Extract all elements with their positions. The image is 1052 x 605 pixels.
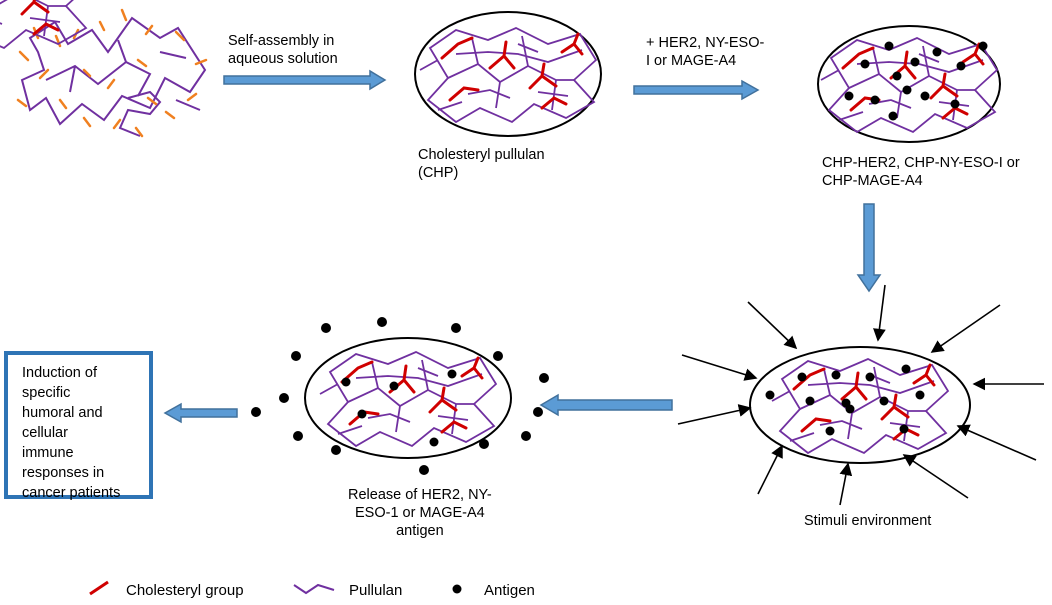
legend-cholesteryl-label: Cholesteryl group bbox=[126, 582, 244, 599]
arrow-left-2 bbox=[163, 402, 238, 424]
legend-pullulan-swatch bbox=[293, 583, 335, 595]
arrow-right-2 bbox=[633, 79, 760, 101]
outcome-box: Induction of specific humoral and cellul… bbox=[4, 351, 153, 501]
process-arrows bbox=[163, 69, 882, 424]
antigen-dots-inside bbox=[765, 364, 925, 436]
arrow-left-1 bbox=[539, 393, 673, 417]
outcome-text: Induction of specific humoral and cellul… bbox=[22, 365, 121, 501]
release-label: Release of HER2, NY- ESO-1 or MAGE-A4 an… bbox=[348, 487, 492, 539]
stimuli-arrows bbox=[677, 284, 1044, 506]
nanogel-template bbox=[0, 0, 88, 50]
raw-polymer bbox=[16, 8, 208, 138]
stimuli-label: Stimuli environment bbox=[804, 513, 932, 529]
self-assembly-label: Self-assembly in aqueous solution bbox=[228, 33, 338, 67]
antigen-dots-inside bbox=[341, 369, 457, 447]
add-antigen-label: + HER2, NY-ESO- I or MAGE-A4 bbox=[646, 35, 765, 69]
antigen-dots-released bbox=[251, 317, 549, 475]
nanogel-chp bbox=[414, 11, 602, 137]
legend-cholesteryl-swatch bbox=[89, 580, 109, 596]
pullulan-chain bbox=[20, 16, 207, 126]
legend-antigen-label: Antigen bbox=[484, 582, 535, 599]
chp-complex-label: CHP-HER2, CHP-NY-ESO-I or CHP-MAGE-A4 bbox=[822, 155, 1020, 189]
cholesteryl-groups-raw bbox=[16, 8, 208, 138]
arrow-down bbox=[856, 203, 882, 293]
antigen-dots-inside bbox=[844, 41, 988, 121]
nanogel-release bbox=[251, 317, 549, 475]
nanogel-chp-antigen bbox=[817, 25, 1001, 143]
legend-pullulan-label: Pullulan bbox=[349, 582, 402, 599]
arrow-right-1 bbox=[223, 69, 387, 91]
pullulan-chain bbox=[45, 39, 187, 97]
nanogel-stimuli bbox=[749, 346, 971, 464]
legend: Cholesteryl group Pullulan Antigen bbox=[89, 580, 535, 599]
pullulan-chain bbox=[118, 90, 201, 137]
legend-antigen-swatch bbox=[452, 584, 462, 594]
chp-label: Cholesteryl pullulan (CHP) bbox=[418, 147, 545, 181]
